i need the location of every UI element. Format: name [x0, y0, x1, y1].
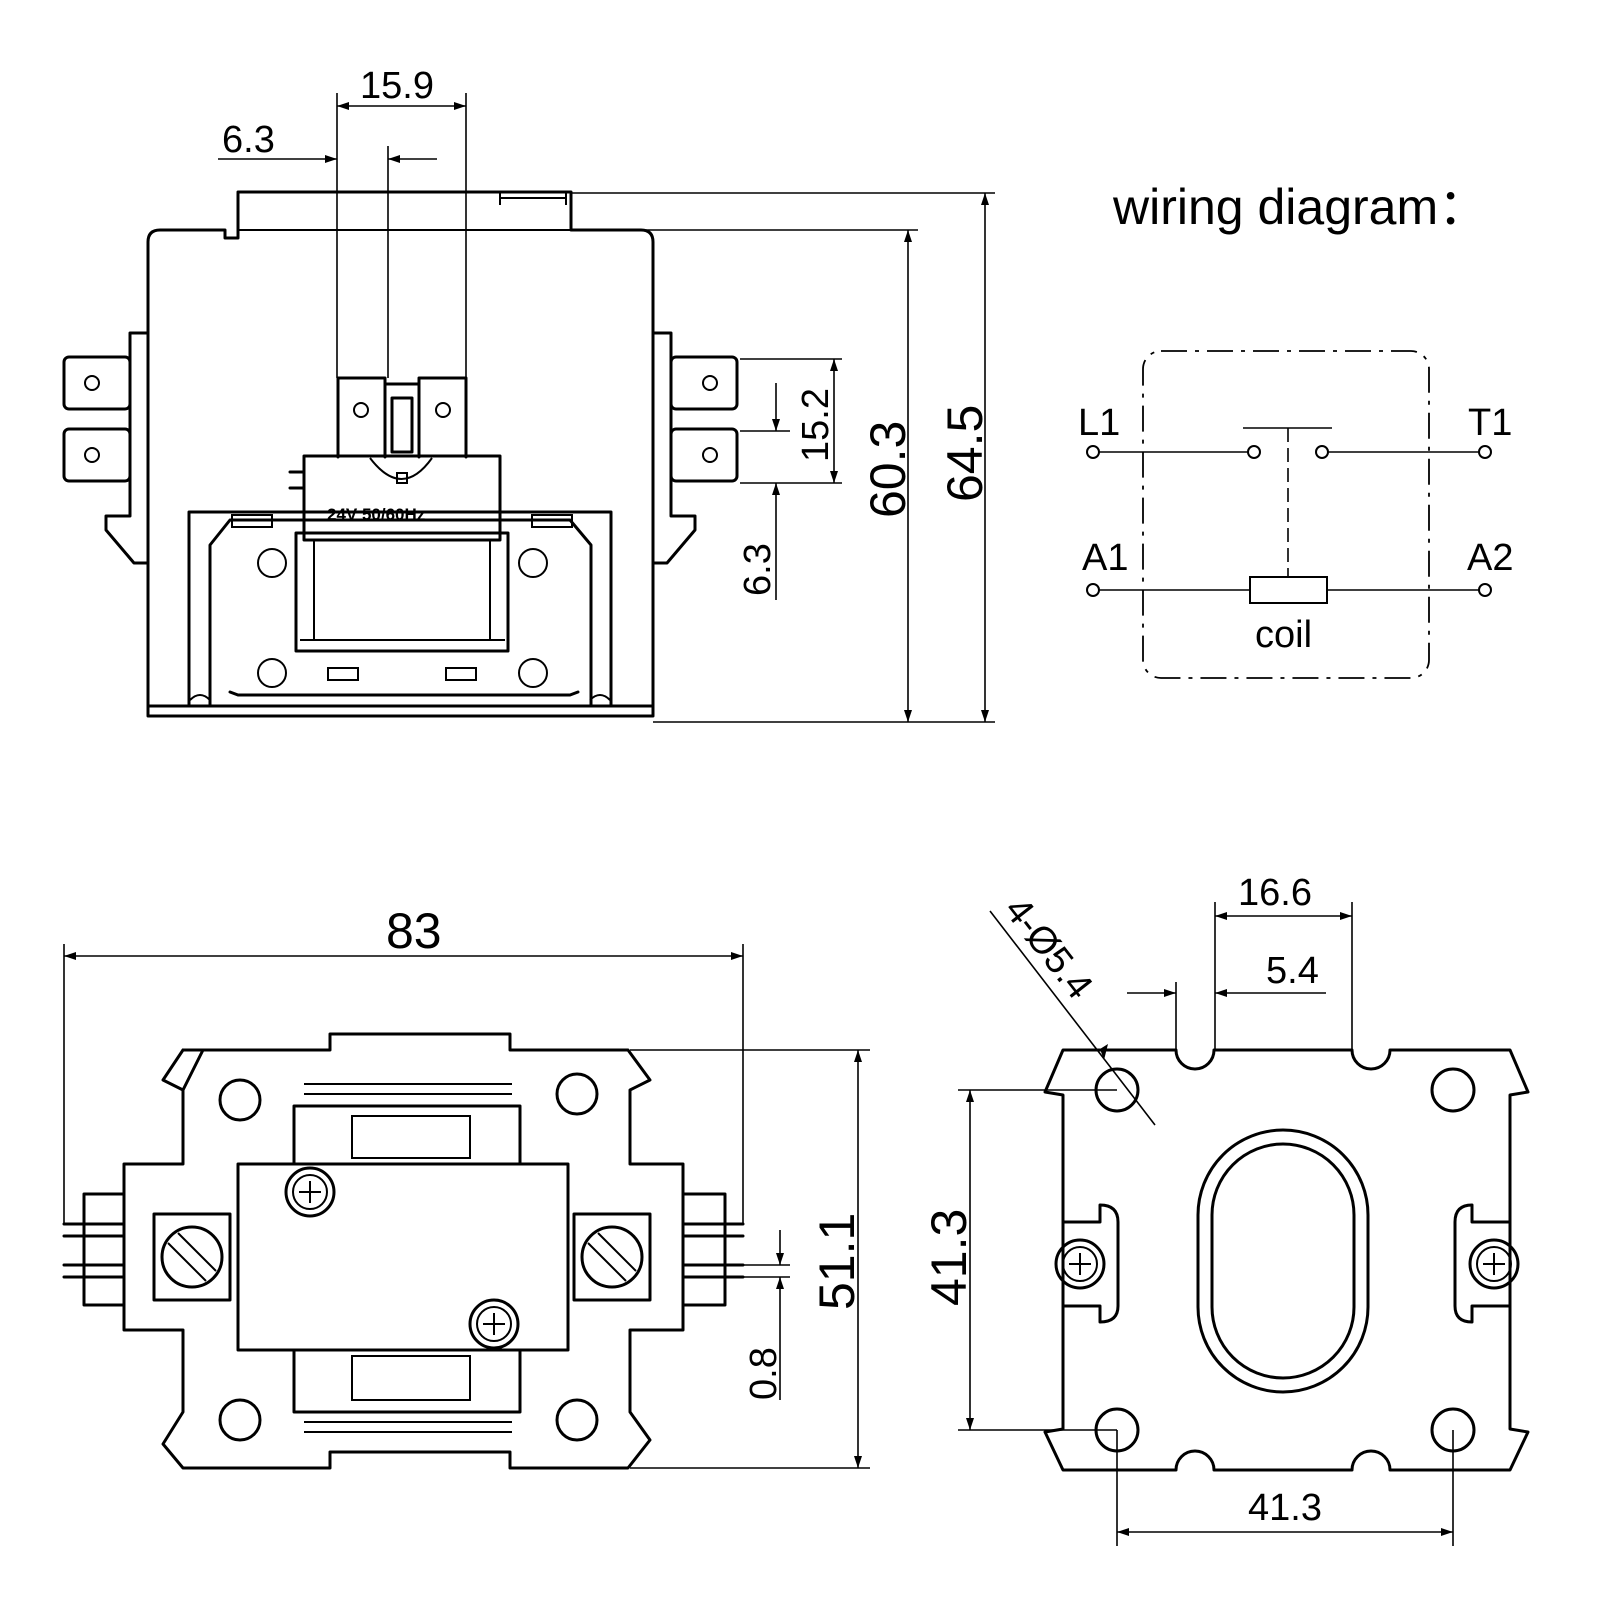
dim-body-height: 60.3 — [860, 421, 916, 518]
top-view-center-block — [236, 1162, 570, 1352]
dim-hole-spacing-vertical: 41.3 — [921, 1209, 977, 1306]
dim-slot-width: 5.4 — [1266, 950, 1319, 992]
top-view-base-plate — [122, 1032, 685, 1470]
terminal-label-a2: A2 — [1467, 537, 1513, 579]
dim-tab-thickness: 0.8 — [743, 1347, 785, 1400]
wiring-diagram-title: wiring diagram： — [1112, 179, 1488, 235]
dim-total-height: 64.5 — [937, 405, 993, 502]
coil-label-plate — [288, 454, 502, 542]
coil-label: coil — [1255, 614, 1312, 656]
terminal-label-l1: L1 — [1078, 402, 1120, 444]
wiring-boundary — [1142, 350, 1430, 679]
front-view-dimensions: 15.9 6.3 15.2 6.3 60.3 64.5 — [218, 65, 995, 723]
base-view-dimensions: 16.6 5.4 4-Ø5.4 41.3 41.3 — [921, 872, 1454, 1546]
terminal-label-t1: T1 — [1468, 402, 1512, 444]
top-view — [62, 1032, 745, 1470]
contactor-housing — [146, 190, 655, 718]
left-terminal-tabs — [62, 355, 132, 483]
dim-tab-pitch: 15.2 — [795, 388, 837, 462]
dim-terminal-spacing: 15.9 — [360, 65, 434, 107]
dim-depth: 51.1 — [809, 1213, 865, 1310]
dim-hole-callout: 4-Ø5.4 — [996, 890, 1101, 1007]
dim-terminal-width: 6.3 — [222, 119, 275, 161]
base-oval-window — [1196, 1128, 1370, 1394]
base-plate — [1043, 1048, 1530, 1472]
top-view-dimensions: 83 51.1 0.8 — [63, 903, 870, 1469]
dim-tab-width: 6.3 — [737, 543, 779, 596]
dim-slot-spacing: 16.6 — [1238, 872, 1312, 914]
terminal-label-a1: A1 — [1082, 537, 1128, 579]
coil-symbol — [1249, 576, 1328, 604]
dim-width: 83 — [386, 903, 442, 959]
dim-hole-spacing-horizontal: 41.3 — [1248, 1487, 1322, 1529]
wiring-diagram: wiring diagram： L1 T1 A1 A2 coil — [1078, 179, 1513, 679]
front-view: 24V 50/60Hz — [62, 190, 739, 718]
base-view — [1043, 1048, 1530, 1472]
right-terminal-tabs — [669, 355, 739, 483]
